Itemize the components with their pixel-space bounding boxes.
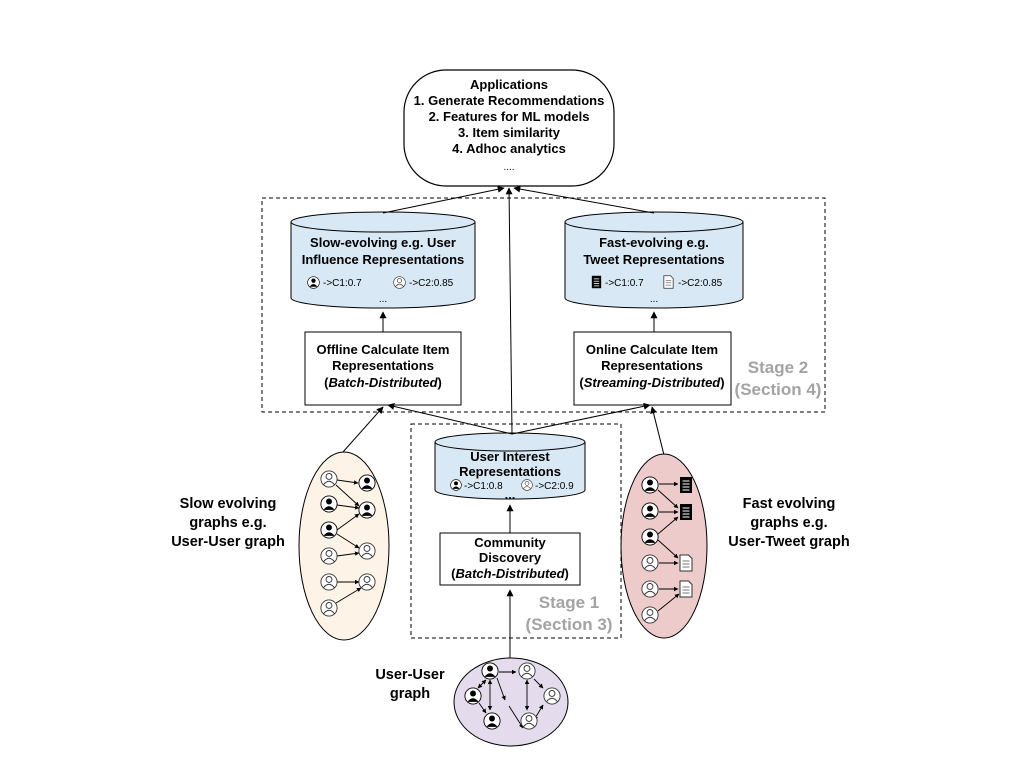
fast-store-line2: Tweet Representations xyxy=(583,252,724,267)
document-outline-icon xyxy=(663,275,674,289)
input-graph-label-line1: User-User xyxy=(375,667,445,683)
offline-line2: Representations xyxy=(332,358,434,373)
user-icon xyxy=(481,662,499,680)
slow-evolving-store: Slow-evolving e.g. User Influence Repres… xyxy=(290,211,476,309)
document-icon xyxy=(679,476,693,494)
user-icon xyxy=(641,476,659,494)
user-outline-icon xyxy=(520,712,538,730)
user-icon xyxy=(483,712,501,730)
user-icon xyxy=(450,479,462,491)
slow-evolving-graph xyxy=(298,451,390,641)
fast-graph-label-line2: graphs e.g. xyxy=(750,515,827,531)
slow-graph-label-line1: Slow evolving xyxy=(180,496,277,512)
stage2-section: (Section 4) xyxy=(735,380,822,399)
community-line2: Discovery xyxy=(479,550,542,565)
slow-graph-label-line3: User-User graph xyxy=(171,534,285,550)
input-graph-label: User-User graph xyxy=(375,667,445,702)
online-mode: (Streaming-Distributed) xyxy=(579,375,724,390)
user-outline-icon xyxy=(521,479,533,491)
stage2-frame xyxy=(261,197,826,413)
interest-more: ... xyxy=(505,487,516,502)
interest-entry2: ->C2:0.9 xyxy=(535,481,574,492)
slow-store-line1: Slow-evolving e.g. User xyxy=(310,235,456,250)
slow-graph-label: Slow evolving graphs e.g. User-User grap… xyxy=(171,496,285,550)
input-user-user-graph xyxy=(453,657,569,747)
fast-store-line1: Fast-evolving e.g. xyxy=(599,235,709,250)
online-calculate-box: Online Calculate Item Representations (S… xyxy=(573,331,732,406)
flow-arrows xyxy=(342,185,665,662)
slow-store-line2: Influence Representations xyxy=(302,252,465,267)
fast-store-more: ... xyxy=(650,294,658,305)
community-line1: Community xyxy=(474,535,546,550)
interest-entry1: ->C1:0.8 xyxy=(464,481,503,492)
fast-evolving-graph xyxy=(620,453,708,639)
user-icon xyxy=(641,528,659,546)
community-discovery-box: Community Discovery (Batch-Distributed) xyxy=(439,532,581,586)
user-outline-icon xyxy=(320,470,338,488)
applications-more: .... xyxy=(503,162,514,173)
user-icon xyxy=(464,687,482,705)
user-outline-icon xyxy=(358,542,376,560)
user-icon xyxy=(358,501,376,519)
user-outline-icon xyxy=(518,662,536,680)
user-icon xyxy=(320,495,338,513)
fast-graph-label-line1: Fast evolving xyxy=(743,496,836,512)
user-icon xyxy=(307,276,320,289)
stage1-label: Stage 1 xyxy=(539,593,599,612)
applications-item-3: 3. Item similarity xyxy=(458,125,561,140)
fast-graph-label: Fast evolving graphs e.g. User-Tweet gra… xyxy=(728,496,849,550)
slow-store-entry1: ->C1:0.7 xyxy=(323,278,362,289)
user-icon xyxy=(641,502,659,520)
applications-item-2: 2. Features for ML models xyxy=(429,109,590,124)
slow-store-entry2: ->C2:0.85 xyxy=(409,278,454,289)
fast-store-entry2: ->C2:0.85 xyxy=(678,278,723,289)
input-graph-label-line2: graph xyxy=(390,686,430,702)
user-outline-icon xyxy=(320,573,338,591)
stage1-section: (Section 3) xyxy=(526,615,613,634)
applications-title: Applications xyxy=(470,77,548,92)
online-line2: Representations xyxy=(601,358,703,373)
document-icon xyxy=(679,503,693,521)
user-outline-icon xyxy=(393,276,406,289)
document-outline-icon xyxy=(679,554,693,572)
fast-graph-label-line3: User-Tweet graph xyxy=(728,534,849,550)
stage1-frame xyxy=(410,423,622,639)
slow-store-more: ... xyxy=(379,294,387,305)
fast-evolving-store: Fast-evolving e.g. Tweet Representations… xyxy=(564,211,744,309)
user-outline-icon xyxy=(320,599,338,617)
user-outline-icon xyxy=(320,547,338,565)
stage2-label: Stage 2 xyxy=(748,358,808,377)
interest-line2: Representations xyxy=(459,464,561,479)
user-outline-icon xyxy=(543,687,561,705)
user-outline-icon xyxy=(641,554,659,572)
offline-mode: (Batch-Distributed) xyxy=(324,375,442,390)
offline-calculate-box: Offline Calculate Item Representations (… xyxy=(304,331,462,406)
applications-item-1: 1. Generate Recommendations xyxy=(414,93,605,108)
document-icon xyxy=(591,275,602,289)
online-line1: Online Calculate Item xyxy=(586,342,718,357)
slow-graph-label-line2: graphs e.g. xyxy=(189,515,266,531)
applications-item-4: 4. Adhoc analytics xyxy=(452,141,566,156)
community-mode: (Batch-Distributed) xyxy=(451,566,569,581)
user-interest-store: User Interest Representations ->C1:0.8 -… xyxy=(434,432,586,502)
user-outline-icon xyxy=(641,606,659,624)
user-icon xyxy=(320,521,338,539)
document-outline-icon xyxy=(679,580,693,598)
user-outline-icon xyxy=(358,573,376,591)
interest-line1: User Interest xyxy=(470,449,550,464)
fast-store-entry1: ->C1:0.7 xyxy=(605,278,644,289)
user-outline-icon xyxy=(641,580,659,598)
applications-box: Applications 1. Generate Recommendations… xyxy=(403,69,615,187)
user-icon xyxy=(358,474,376,492)
offline-line1: Offline Calculate Item xyxy=(317,342,450,357)
